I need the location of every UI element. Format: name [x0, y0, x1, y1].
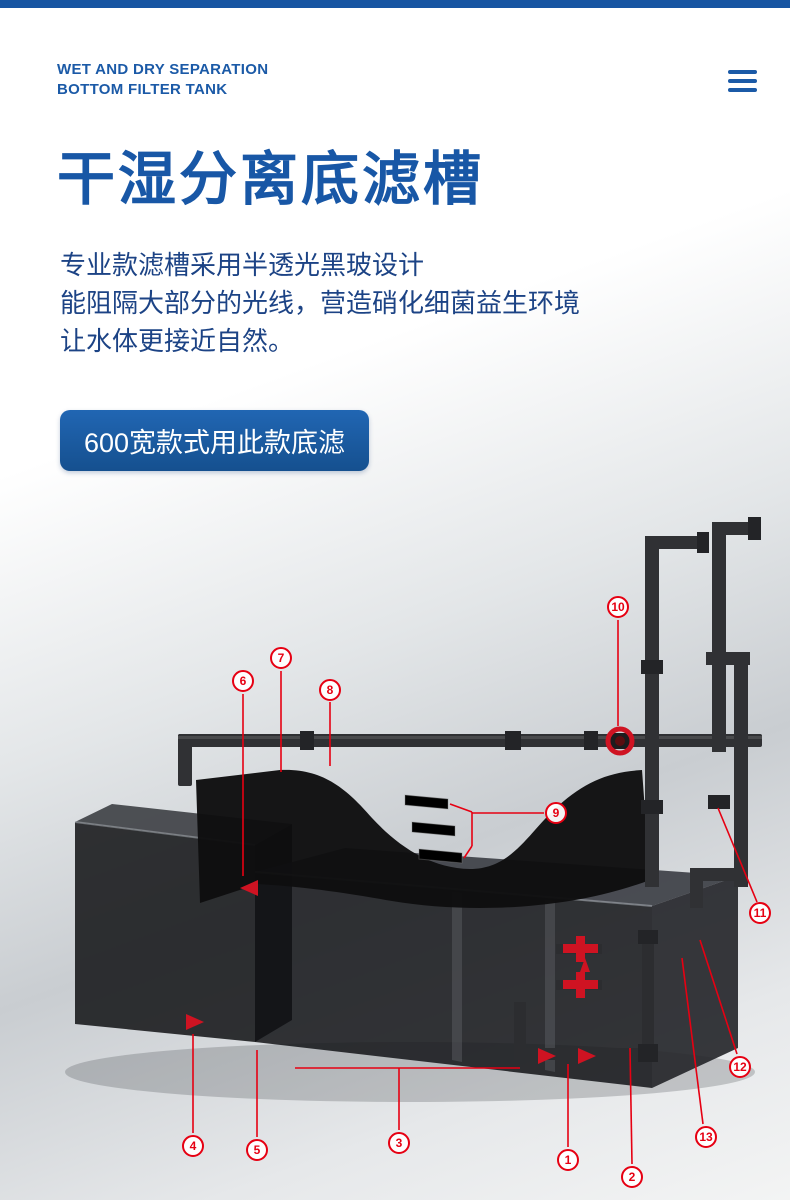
callout-1: 1 — [557, 1149, 579, 1171]
top-accent-bar — [0, 0, 790, 8]
menu-bar — [728, 88, 757, 92]
brand-tagline: WET AND DRY SEPARATION BOTTOM FILTER TAN… — [57, 60, 268, 100]
menu-bar — [728, 70, 757, 74]
model-badge: 600宽款式用此款底滤 — [60, 410, 370, 471]
callout-10: 10 — [607, 596, 629, 618]
red-valve — [605, 726, 635, 756]
menu-bar — [728, 79, 757, 83]
callout-5: 5 — [246, 1139, 268, 1161]
floor-shadow — [65, 1042, 755, 1102]
description-line: 专业款滤槽采用半透光黑玻设计 — [60, 250, 425, 280]
callout-7: 7 — [270, 647, 292, 669]
callout-8: 8 — [319, 679, 341, 701]
callout-6: 6 — [232, 670, 254, 692]
pipes — [178, 517, 762, 1062]
tank-body — [74, 804, 738, 1088]
callout-11: 11 — [749, 902, 771, 924]
leader-lines — [192, 620, 758, 1165]
red-fittings — [186, 880, 598, 1064]
callout-3: 3 — [388, 1132, 410, 1154]
callout-4: 4 — [182, 1135, 204, 1157]
description-line: 让水体更接近自然。 — [60, 326, 295, 356]
callout-13: 13 — [695, 1126, 717, 1148]
menu-icon[interactable] — [728, 70, 757, 97]
callout-9: 9 — [545, 802, 567, 824]
callout-2: 2 — [621, 1166, 643, 1188]
wet-dry-cover — [196, 769, 650, 909]
page-title: 干湿分离底滤槽 — [57, 147, 485, 212]
callout-12: 12 — [729, 1056, 751, 1078]
description: 专业款滤槽采用半透光黑玻设计 能阻隔大部分的光线，营造硝化细菌益生环境 让水体更… — [60, 246, 580, 360]
description-line: 能阻隔大部分的光线，营造硝化细菌益生环境 — [60, 288, 581, 318]
tagline-line1: WET AND DRY SEPARATION — [57, 61, 269, 78]
tagline-line2: BOTTOM FILTER TANK — [57, 81, 228, 98]
